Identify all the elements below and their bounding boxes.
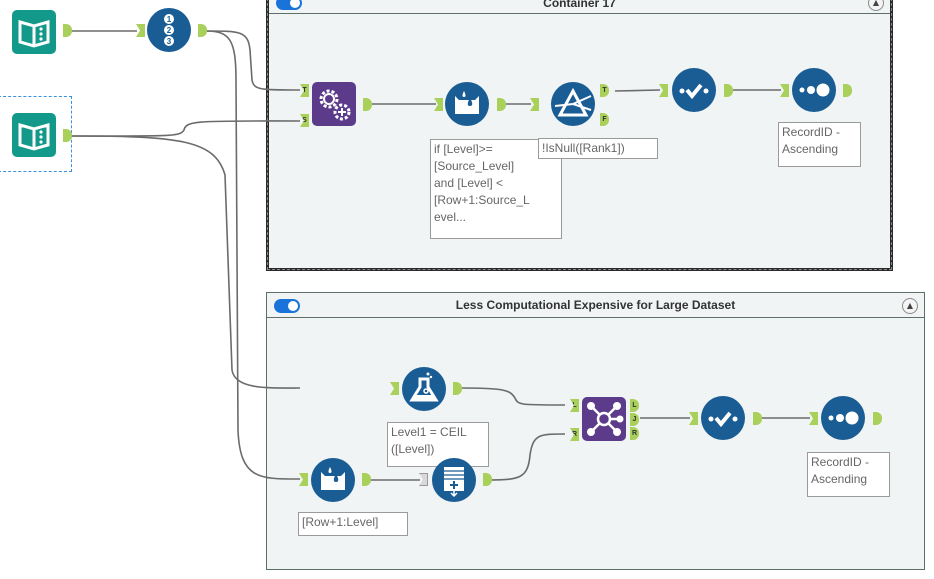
output-anchor[interactable]	[753, 412, 762, 425]
checkmark-dots-icon	[708, 411, 738, 428]
output-anchor[interactable]	[63, 24, 72, 37]
container-title: Less Computational Expensive for Large D…	[455, 298, 736, 312]
book-icon	[18, 20, 50, 48]
input-anchor[interactable]	[434, 98, 443, 111]
select-tool[interactable]	[701, 396, 745, 440]
output-anchor[interactable]	[873, 412, 882, 425]
numbered-list-icon: 1 2 3	[164, 14, 174, 46]
source-anchor[interactable]: S	[300, 114, 309, 127]
prism-icon	[554, 87, 592, 117]
output-anchor[interactable]	[724, 84, 733, 97]
join-tool[interactable]	[582, 397, 626, 441]
input-anchor[interactable]	[780, 84, 789, 97]
false-anchor[interactable]: F	[600, 113, 609, 126]
select-tool[interactable]	[672, 68, 716, 112]
collapse-up-icon[interactable]: ▲	[902, 298, 918, 314]
filter-tool[interactable]	[551, 82, 595, 126]
input-anchor[interactable]	[136, 24, 145, 37]
input-anchor[interactable]	[689, 412, 698, 425]
table-plus-icon	[444, 467, 464, 498]
output-anchor[interactable]	[483, 473, 492, 486]
output-anchor[interactable]	[363, 98, 372, 111]
output-anchor[interactable]	[843, 84, 852, 97]
output-anchor[interactable]	[362, 473, 371, 486]
input-anchor[interactable]	[809, 412, 818, 425]
svg-text:1: 1	[167, 15, 172, 24]
collapse-up-icon[interactable]: ▲	[868, 0, 884, 11]
tool-annotation: !IsNull([Rank1])	[538, 138, 658, 159]
svg-text:2: 2	[167, 26, 172, 35]
left-output-anchor[interactable]: L	[630, 399, 639, 412]
sample-tool[interactable]: 1 2 3	[147, 8, 191, 52]
output-anchor[interactable]	[453, 382, 462, 395]
tool-annotation: RecordID - Ascending	[778, 122, 861, 167]
output-anchor[interactable]	[63, 129, 72, 142]
join-output-anchor[interactable]: J	[630, 413, 639, 426]
record-id-tool[interactable]	[792, 68, 836, 112]
output-anchor[interactable]	[198, 24, 207, 37]
dots-icon	[828, 411, 859, 425]
formula-tool[interactable]	[402, 367, 446, 411]
bucket-drops-icon	[321, 467, 345, 490]
container-header: Container 17 ▲	[269, 0, 890, 14]
record-id-tool[interactable]	[821, 396, 865, 440]
append-fields-tool[interactable]	[312, 82, 356, 126]
tool-annotation: [Row+1:Level]	[298, 512, 408, 536]
right-input-anchor[interactable]: R	[570, 428, 579, 441]
svg-text:3: 3	[167, 37, 172, 46]
output-anchor[interactable]	[497, 98, 506, 111]
input-anchor[interactable]	[659, 84, 668, 97]
gears-plus-icon	[319, 89, 351, 121]
container-title: Container 17	[543, 0, 616, 10]
bucket-drops-icon	[455, 91, 479, 114]
input-data-tool[interactable]	[12, 10, 56, 54]
generate-rows-tool[interactable]	[432, 458, 476, 502]
dots-icon	[799, 83, 830, 97]
container-enable-toggle[interactable]	[276, 0, 302, 10]
checkmark-dots-icon	[679, 83, 709, 100]
left-input-anchor[interactable]: L	[570, 399, 579, 412]
input-anchor[interactable]	[299, 473, 308, 486]
multi-row-formula-tool[interactable]	[445, 82, 489, 126]
input-data-tool-selected[interactable]	[12, 113, 56, 157]
right-output-anchor[interactable]: R	[630, 427, 639, 440]
input-anchor[interactable]	[530, 98, 539, 111]
tool-annotation: RecordID - Ascending	[807, 452, 890, 497]
multi-row-formula-tool[interactable]	[311, 458, 355, 502]
container-header: Less Computational Expensive for Large D…	[267, 293, 924, 318]
target-anchor[interactable]: T	[300, 84, 309, 97]
network-icon	[587, 402, 624, 436]
input-anchor[interactable]	[390, 382, 399, 395]
book-icon	[18, 123, 50, 151]
true-anchor[interactable]: T	[600, 84, 609, 97]
flask-icon	[409, 372, 439, 402]
